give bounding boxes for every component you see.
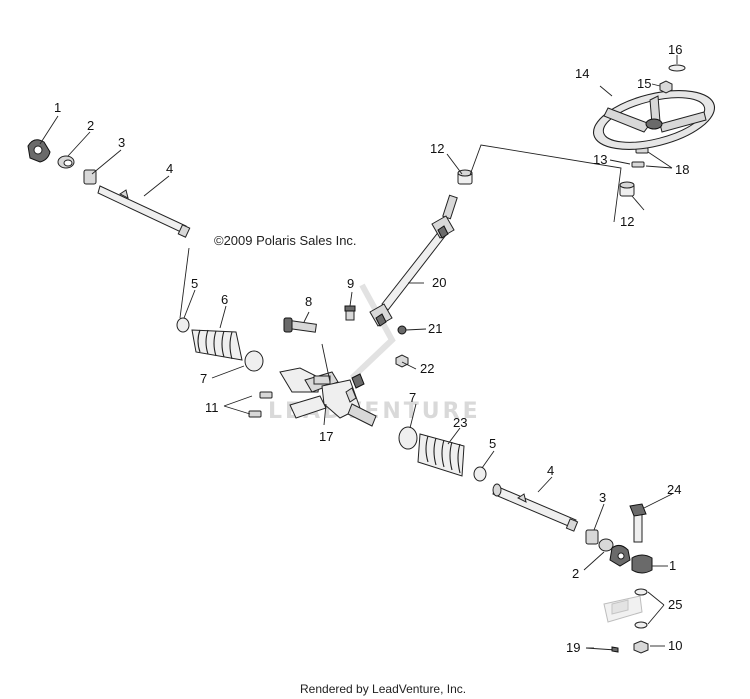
callout-17: 17 xyxy=(319,429,333,444)
leader-lines xyxy=(39,55,678,649)
rack-housing xyxy=(279,367,377,427)
callout-16: 16 xyxy=(668,42,682,57)
jam-nut-lower xyxy=(598,538,614,552)
callout-1-lower: 1 xyxy=(669,558,676,573)
callout-25: 25 xyxy=(668,597,682,612)
spindle-bolt xyxy=(629,503,647,543)
spindle-knuckle xyxy=(631,554,653,574)
tie-rod-end-upper xyxy=(27,139,51,163)
callout-3-upper: 3 xyxy=(118,135,125,150)
callout-24: 24 xyxy=(667,482,681,497)
callout-6: 6 xyxy=(221,292,228,307)
callout-22: 22 xyxy=(420,361,434,376)
bushing-upper-left xyxy=(457,169,473,185)
callout-18: 18 xyxy=(675,162,689,177)
boot-clamp-lower xyxy=(585,529,599,545)
pinch-bolt xyxy=(344,305,356,321)
copyright-text: ©2009 Polaris Sales Inc. xyxy=(214,233,357,248)
watermark-logo xyxy=(349,283,396,381)
tie-rod-lower xyxy=(492,483,579,532)
callout-4-lower: 4 xyxy=(547,463,554,478)
callout-8: 8 xyxy=(305,294,312,309)
rack-boot-left xyxy=(191,329,243,361)
o-ring-right xyxy=(473,466,487,482)
callout-19: 19 xyxy=(566,640,580,655)
wheel-nut xyxy=(659,80,673,94)
callout-14: 14 xyxy=(575,66,589,81)
callout-12-right: 12 xyxy=(620,214,634,229)
wheel-studs xyxy=(631,147,649,168)
callout-5-upper: 5 xyxy=(191,276,198,291)
callout-5-lower: 5 xyxy=(489,436,496,451)
callout-1-upper: 1 xyxy=(54,100,61,115)
callout-21: 21 xyxy=(428,321,442,336)
bushing-right xyxy=(619,181,635,197)
callout-15: 15 xyxy=(637,76,651,91)
callout-23: 23 xyxy=(453,415,467,430)
rack-boot-right xyxy=(417,433,465,477)
callout-10: 10 xyxy=(668,638,682,653)
footer-credit: Rendered by LeadVenture, Inc. xyxy=(300,682,466,696)
steering-shaft xyxy=(369,194,458,327)
callout-13: 13 xyxy=(593,152,607,167)
callout-20: 20 xyxy=(432,275,446,290)
callout-12-left: 12 xyxy=(430,141,444,156)
lock-nut xyxy=(395,354,409,368)
tie-rod-upper xyxy=(97,185,191,238)
callout-7-right: 7 xyxy=(409,390,416,405)
jam-nut-upper xyxy=(57,155,75,169)
castle-nut xyxy=(633,640,649,654)
spindle-bracket xyxy=(603,595,643,623)
tie-rod-end-lower xyxy=(609,544,631,567)
steering-wheel xyxy=(592,90,716,150)
callout-9: 9 xyxy=(347,276,354,291)
bushing-connector-line xyxy=(469,144,622,223)
wheel-cap xyxy=(668,64,686,72)
shaft-nut xyxy=(397,325,407,335)
callout-7-left: 7 xyxy=(200,371,207,386)
callout-11: 11 xyxy=(205,400,219,415)
callout-2-upper: 2 xyxy=(87,118,94,133)
o-ring-left xyxy=(176,317,190,333)
callout-3-lower: 3 xyxy=(599,490,606,505)
spindle-washers xyxy=(634,588,648,629)
callout-2-lower: 2 xyxy=(572,566,579,581)
callout-4-upper: 4 xyxy=(166,161,173,176)
boot-clamp-left xyxy=(244,350,264,372)
boot-clamp-right xyxy=(398,426,418,450)
mounting-bolt xyxy=(283,317,317,333)
